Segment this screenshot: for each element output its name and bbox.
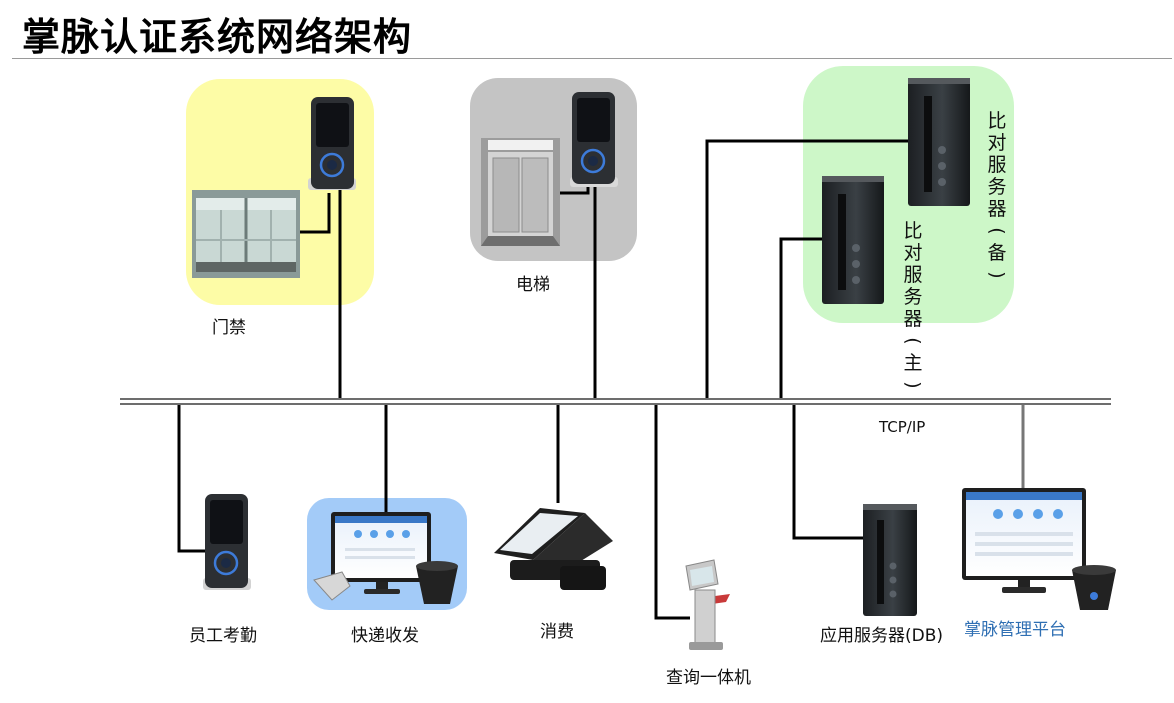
vertical-label-char: ( xyxy=(986,227,1008,235)
page-title: 掌脉认证系统网络架构 xyxy=(22,15,413,59)
vertical-label-char: 务 xyxy=(903,286,923,308)
link-kiosk xyxy=(654,405,690,620)
vertical-label-char: 服 xyxy=(987,154,1007,176)
link-door xyxy=(298,193,331,234)
vertical-label-char: ) xyxy=(986,271,1008,279)
label-server-backup: 比对服务器 ( 备) xyxy=(985,110,1009,286)
pos-terminal-icon xyxy=(494,508,613,590)
vertical-label-char: 比 xyxy=(903,220,923,242)
link-server-main xyxy=(779,237,822,398)
express-terminal-icon xyxy=(313,512,458,604)
server-backup-icon xyxy=(908,78,970,206)
palm-reader-attendance-icon xyxy=(203,494,251,590)
palm-reader-door-icon xyxy=(308,97,356,190)
management-monitor-icon xyxy=(962,488,1116,610)
label-attendance: 员工考勤 xyxy=(189,626,257,646)
glass-door-icon xyxy=(192,190,300,278)
vertical-label-char: ) xyxy=(902,381,924,389)
server-main-icon xyxy=(822,176,884,304)
vertical-label-char: 器 xyxy=(987,198,1007,220)
label-mgmt-platform: 掌脉管理平台 xyxy=(964,620,1066,640)
vertical-label-char: 备 xyxy=(987,242,1007,264)
link-app-server xyxy=(792,405,863,540)
vertical-label-char: 比 xyxy=(987,110,1007,132)
vertical-label-char: 对 xyxy=(987,132,1007,154)
tcp-ip-bus xyxy=(120,398,1111,405)
label-kiosk: 查询一体机 xyxy=(666,668,751,688)
title-divider xyxy=(12,58,1172,59)
vertical-label-char: 服 xyxy=(903,264,923,286)
label-app-server: 应用服务器(DB) xyxy=(820,626,944,646)
vertical-label-char: 对 xyxy=(903,242,923,264)
label-elevator: 电梯 xyxy=(516,275,550,295)
label-server-main: 比对服务器 ( 主) xyxy=(901,220,925,396)
label-access-control: 门禁 xyxy=(212,318,246,338)
elevator-icon xyxy=(481,138,560,246)
query-kiosk-icon xyxy=(685,559,730,650)
vertical-label-char: 器 xyxy=(903,308,923,330)
vertical-label-char: 主 xyxy=(903,352,923,374)
link-server-backup xyxy=(705,139,908,398)
palm-reader-elevator-icon xyxy=(570,92,618,187)
link-attendance xyxy=(177,405,205,553)
app-server-icon xyxy=(863,504,917,616)
vertical-label-char: 务 xyxy=(987,176,1007,198)
vertical-label-char: ( xyxy=(902,337,924,345)
label-tcp-ip: TCP/IP xyxy=(879,418,926,436)
label-consumption: 消费 xyxy=(540,622,574,642)
label-express: 快递收发 xyxy=(351,626,419,646)
